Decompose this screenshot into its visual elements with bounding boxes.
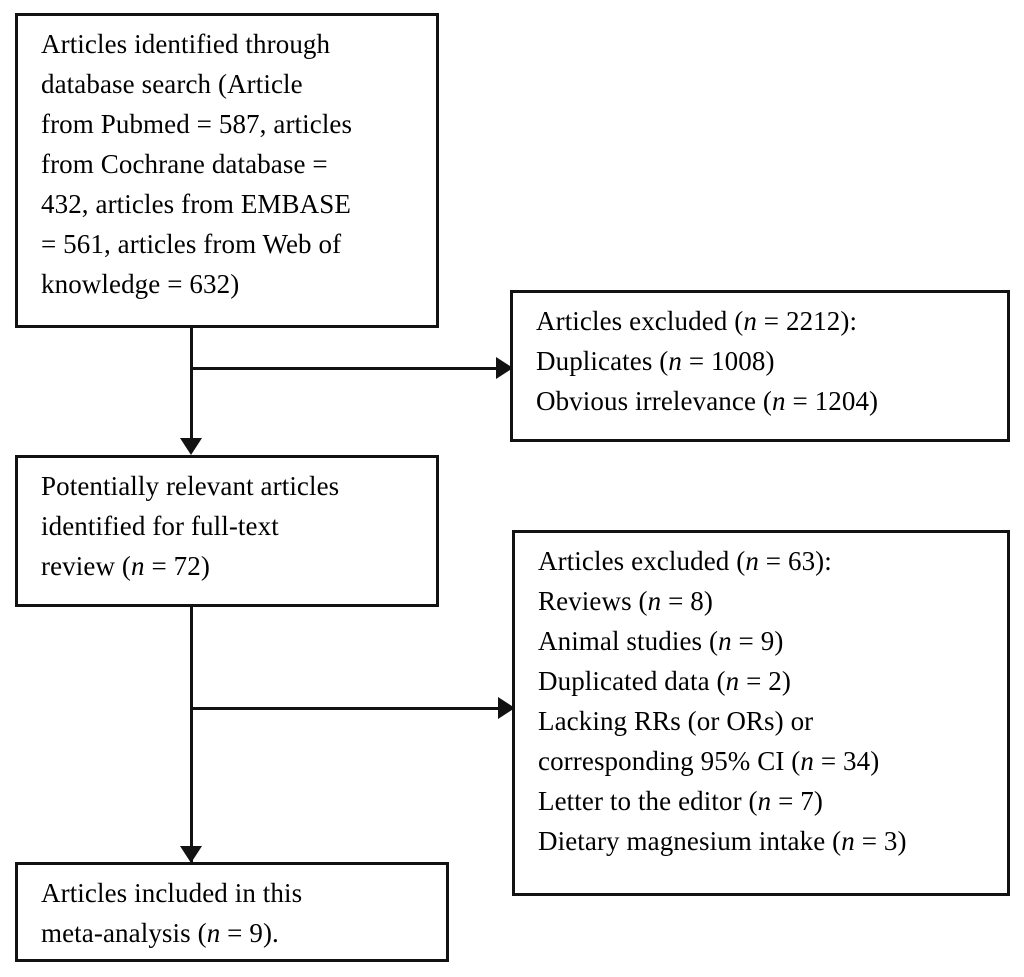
articles-identified-text-line-1: database search (Article (41, 69, 303, 99)
articles-excluded-fulltext-lines-line-4: Lacking RRs (or ORs) or (538, 706, 814, 736)
connector-relevant-to-included-stem (190, 607, 193, 862)
articles-excluded-fulltext-lines-line-2: Animal studies (n = 9) (538, 626, 784, 656)
box-articles-excluded-fulltext: Articles excluded (n = 63): Reviews (n = … (512, 530, 1010, 896)
arrow-relevant-to-included (180, 846, 202, 863)
articles-included-text-line-0: Articles included in this (41, 878, 303, 908)
articles-identified-text-line-6: knowledge = 632) (41, 269, 240, 299)
articles-identified-text-line-0: Articles identified through (41, 29, 331, 59)
articles-excluded-fulltext-lines-line-5: corresponding 95% CI (n = 34) (538, 746, 880, 776)
potentially-relevant-text-line-1: identified for full-text (41, 511, 279, 541)
articles-identified-text-line-2: from Pubmed = 587, articles (41, 109, 353, 139)
articles-excluded-fulltext-lines: Articles excluded (n = 63): Reviews (n = … (538, 541, 997, 861)
articles-excluded-screening-lines-line-1: Duplicates (n = 1008) (536, 346, 775, 376)
arrow-identified-to-relevant (180, 438, 202, 455)
articles-included-text-line-1: meta-analysis (n = 9). (41, 918, 279, 948)
box-articles-excluded-screening: Articles excluded (n = 2212): Duplicates … (510, 290, 1010, 442)
box-articles-identified: Articles identified through database sear… (15, 13, 439, 328)
articles-identified-text-line-3: from Cochrane database = (41, 149, 328, 179)
articles-identified-text: Articles identified through database sear… (41, 24, 426, 304)
connector-identified-to-relevant-stem (190, 328, 193, 443)
articles-identified-text-line-5: = 561, articles from Web of (41, 229, 342, 259)
articles-excluded-screening-lines: Articles excluded (n = 2212): Duplicates … (536, 301, 997, 421)
connector-relevant-to-excluded-fulltext-stem (190, 707, 502, 710)
articles-excluded-screening-lines-line-0: Articles excluded (n = 2212): (536, 306, 858, 336)
articles-excluded-screening-lines-line-2: Obvious irrelevance (n = 1204) (536, 386, 879, 416)
articles-excluded-fulltext-lines-line-0: Articles excluded (n = 63): (538, 546, 832, 576)
potentially-relevant-text: Potentially relevant articles identified … (41, 466, 426, 586)
articles-excluded-fulltext-lines-line-6: Letter to the editor (n = 7) (538, 786, 823, 816)
arrow-identified-to-excluded-screening (496, 357, 513, 379)
articles-identified-text-line-4: 432, articles from EMBASE (41, 189, 351, 219)
potentially-relevant-text-line-2: review (n = 72) (41, 551, 210, 581)
arrow-relevant-to-excluded-fulltext (498, 697, 515, 719)
articles-included-text: Articles included in this meta-analysis (… (41, 873, 436, 953)
articles-excluded-fulltext-lines-line-3: Duplicated data (n = 2) (538, 666, 791, 696)
articles-excluded-fulltext-lines-line-7: Dietary magnesium intake (n = 3) (538, 826, 907, 856)
box-potentially-relevant: Potentially relevant articles identified … (15, 455, 439, 607)
connector-identified-to-excluded-screening-stem (190, 367, 500, 370)
potentially-relevant-text-line-0: Potentially relevant articles (41, 471, 340, 501)
articles-excluded-fulltext-lines-line-1: Reviews (n = 8) (538, 586, 713, 616)
box-articles-included: Articles included in this meta-analysis (… (15, 862, 449, 962)
